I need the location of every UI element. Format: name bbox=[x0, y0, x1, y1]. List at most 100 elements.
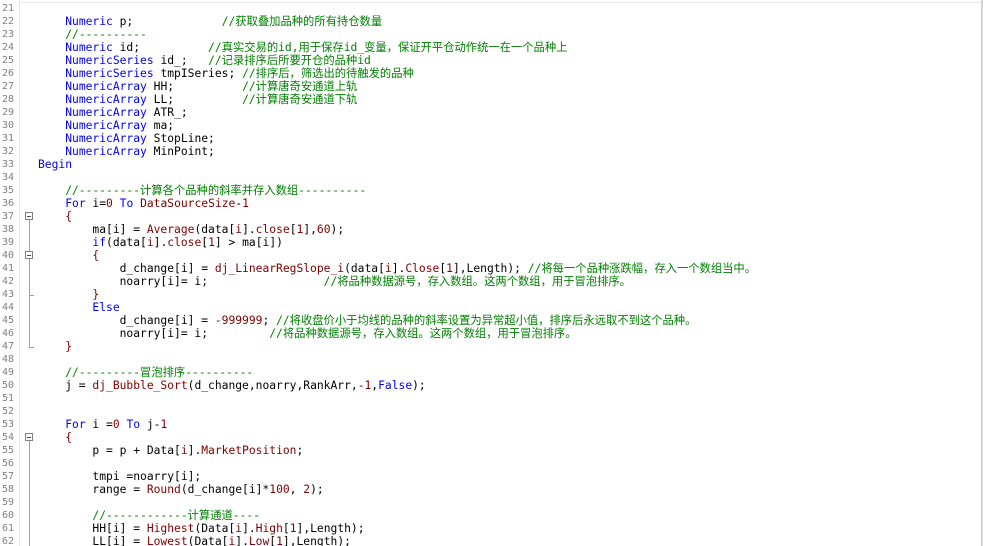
code-line[interactable]: 26 NumericSeries tmpISeries; //排序后，筛选出的待… bbox=[0, 67, 981, 80]
code-token: //---------冒泡排序---------- bbox=[65, 366, 254, 379]
code-line[interactable]: 58 range = Round(d_change[i]*100, 2); bbox=[0, 483, 981, 496]
code-token: } bbox=[65, 340, 73, 353]
code-token: //将每一个品种涨跌幅，存入一个数组当中。 bbox=[527, 262, 757, 275]
code-line[interactable]: 57 tmpi =noarry[i]; bbox=[0, 470, 981, 483]
code-text[interactable]: ma[i] = Average(data[i].close[1],60); bbox=[38, 223, 344, 236]
code-text[interactable]: range = Round(d_change[i]*100, 2); bbox=[38, 483, 323, 496]
code-text[interactable]: For i =0 To j-1 bbox=[38, 418, 167, 431]
code-line[interactable]: 38 ma[i] = Average(data[i].close[1],60); bbox=[0, 223, 981, 236]
code-text[interactable]: //---------计算各个品种的斜率并存入数组---------- bbox=[38, 184, 366, 197]
code-token: id; bbox=[112, 41, 209, 54]
code-token: noarry[i]= i; bbox=[38, 327, 270, 340]
code-line[interactable]: 53 For i =0 To j-1 bbox=[0, 418, 981, 431]
code-line[interactable]: 56 bbox=[0, 457, 981, 470]
code-line[interactable]: 30 NumericArray ma; bbox=[0, 119, 981, 132]
code-line[interactable]: 51 bbox=[0, 392, 981, 405]
code-line[interactable]: 27 NumericArray HH; //计算唐奇安通道上轨 bbox=[0, 80, 981, 93]
code-text[interactable]: Begin bbox=[38, 158, 72, 171]
code-text[interactable]: NumericSeries tmpISeries; //排序后，筛选出的待触发的… bbox=[38, 67, 414, 80]
code-line[interactable]: 22 Numeric p; //获取叠加品种的所有持仓数量 bbox=[0, 15, 981, 28]
code-line[interactable]: 37 { bbox=[0, 210, 981, 223]
code-text[interactable]: } bbox=[38, 288, 99, 301]
collapse-icon[interactable] bbox=[25, 251, 33, 259]
code-text[interactable]: NumericSeries id_; //记录排序后所要开仓的品种id bbox=[38, 54, 371, 67]
code-text[interactable]: tmpi =noarry[i]; bbox=[38, 470, 201, 483]
code-text[interactable]: { bbox=[38, 249, 99, 262]
code-text[interactable]: NumericArray HH; //计算唐奇安通道上轨 bbox=[38, 80, 357, 93]
code-line[interactable]: 46 noarry[i]= i; //将品种数据源号，存入数组。这两个数组，用于… bbox=[0, 327, 981, 340]
line-number: 50 bbox=[2, 380, 15, 391]
code-token: ma; bbox=[146, 119, 175, 132]
code-line[interactable]: 50 j = dj_Bubble_Sort(d_change,noarry,Ra… bbox=[0, 379, 981, 392]
code-line[interactable]: 29 NumericArray ATR_; bbox=[0, 106, 981, 119]
code-text[interactable]: NumericArray ATR_; bbox=[38, 106, 187, 119]
code-line[interactable]: 43 } bbox=[0, 288, 981, 301]
code-text[interactable]: NumericArray ma; bbox=[38, 119, 174, 132]
code-token bbox=[38, 15, 65, 28]
code-token: ],Length); bbox=[282, 535, 351, 546]
code-text[interactable]: p = p + Data[i].MarketPosition; bbox=[38, 444, 303, 457]
code-text[interactable]: } bbox=[38, 340, 72, 353]
code-text[interactable]: NumericArray MinPoint; bbox=[38, 145, 215, 158]
code-line[interactable]: 42 noarry[i]= i; //将品种数据源号，存入数组。这两个数组，用于… bbox=[0, 275, 981, 288]
code-line[interactable]: 60 //------------计算通道---- bbox=[0, 509, 981, 522]
code-line[interactable]: 24 Numeric id; //真实交易的id,用于保存id_变量，保证开平仓… bbox=[0, 41, 981, 54]
code-line[interactable]: 21 bbox=[0, 2, 981, 15]
code-line[interactable]: 62 LL[i] = Lowest(Data[i].Low[1],Length)… bbox=[0, 535, 981, 546]
code-text[interactable]: d_change[i] = -999999; //将收盘价小于均线的品种的斜率设… bbox=[38, 314, 697, 327]
code-line[interactable]: 34 bbox=[0, 171, 981, 184]
code-line[interactable]: 39 if(data[i].close[1] > ma[i]) bbox=[0, 236, 981, 249]
code-line[interactable]: 31 NumericArray StopLine; bbox=[0, 132, 981, 145]
code-line[interactable]: 61 HH[i] = Highest(Data[i].High[1],Lengt… bbox=[0, 522, 981, 535]
code-line[interactable]: 28 NumericArray LL; //计算唐奇安通道下轨 bbox=[0, 93, 981, 106]
code-text[interactable]: { bbox=[38, 210, 72, 223]
code-line[interactable]: 55 p = p + Data[i].MarketPosition; bbox=[0, 444, 981, 457]
code-token: p; bbox=[112, 15, 222, 28]
code-text[interactable]: Numeric p; //获取叠加品种的所有持仓数量 bbox=[38, 15, 382, 28]
code-token: 2 bbox=[303, 483, 311, 496]
code-text[interactable]: { bbox=[38, 431, 72, 444]
code-line[interactable]: 44 Else bbox=[0, 301, 981, 314]
collapse-icon[interactable] bbox=[25, 433, 33, 441]
line-number: 52 bbox=[2, 406, 15, 417]
code-text[interactable]: d_change[i] = dj_LinearRegSlope_i(data[i… bbox=[38, 262, 756, 275]
code-line[interactable]: 35 //---------计算各个品种的斜率并存入数组---------- bbox=[0, 184, 981, 197]
code-text[interactable]: //---------- bbox=[38, 28, 147, 41]
code-line[interactable]: 52 bbox=[0, 405, 981, 418]
collapse-icon[interactable] bbox=[25, 212, 33, 220]
code-text[interactable]: NumericArray LL; //计算唐奇安通道下轨 bbox=[38, 93, 357, 106]
vertical-scrollbar[interactable] bbox=[981, 0, 983, 546]
code-token: HH; bbox=[146, 80, 243, 93]
code-line[interactable]: 54 { bbox=[0, 431, 981, 444]
code-line[interactable]: 36 For i=0 To DataSourceSize-1 bbox=[0, 197, 981, 210]
code-line[interactable]: 25 NumericSeries id_; //记录排序后所要开仓的品种id bbox=[0, 54, 981, 67]
code-token: 0 bbox=[106, 197, 113, 210]
code-token: i bbox=[146, 236, 154, 249]
code-line[interactable]: 41 d_change[i] = dj_LinearRegSlope_i(dat… bbox=[0, 262, 981, 275]
code-text[interactable]: if(data[i].close[1] > ma[i]) bbox=[38, 236, 283, 249]
code-token: i bbox=[235, 522, 243, 535]
code-text[interactable]: noarry[i]= i; //将品种数据源号，存入数组。这两个数组，用于冒泡排… bbox=[38, 327, 577, 340]
code-text[interactable]: j = dj_Bubble_Sort(d_change,noarry,RankA… bbox=[38, 379, 426, 392]
code-text[interactable]: //------------计算通道---- bbox=[38, 509, 260, 522]
code-line[interactable]: 45 d_change[i] = -999999; //将收盘价小于均线的品种的… bbox=[0, 314, 981, 327]
code-line[interactable]: 59 bbox=[0, 496, 981, 509]
code-line[interactable]: 32 NumericArray MinPoint; bbox=[0, 145, 981, 158]
code-line[interactable]: 47 } bbox=[0, 340, 981, 353]
code-text[interactable]: For i=0 To DataSourceSize-1 bbox=[38, 197, 249, 210]
code-line[interactable]: 49 //---------冒泡排序---------- bbox=[0, 366, 981, 379]
code-text[interactable]: NumericArray StopLine; bbox=[38, 132, 215, 145]
code-text[interactable]: //---------冒泡排序---------- bbox=[38, 366, 253, 379]
code-text[interactable]: HH[i] = Highest(Data[i].High[1],Length); bbox=[38, 522, 364, 535]
code-text[interactable]: Else bbox=[38, 301, 119, 314]
code-token: { bbox=[65, 431, 73, 444]
code-line[interactable]: 48 bbox=[0, 353, 981, 366]
code-line[interactable]: 40 { bbox=[0, 249, 981, 262]
code-text[interactable]: LL[i] = Lowest(Data[i].Low[1],Length); bbox=[38, 535, 351, 546]
code-text[interactable]: Numeric id; //真实交易的id,用于保存id_变量，保证开平仓动作统… bbox=[38, 41, 567, 54]
code-line[interactable]: 23 //---------- bbox=[0, 28, 981, 41]
line-number: 59 bbox=[2, 497, 15, 508]
code-text[interactable]: noarry[i]= i; //将品种数据源号，存入数组。这两个数组，用于冒泡排… bbox=[38, 275, 631, 288]
